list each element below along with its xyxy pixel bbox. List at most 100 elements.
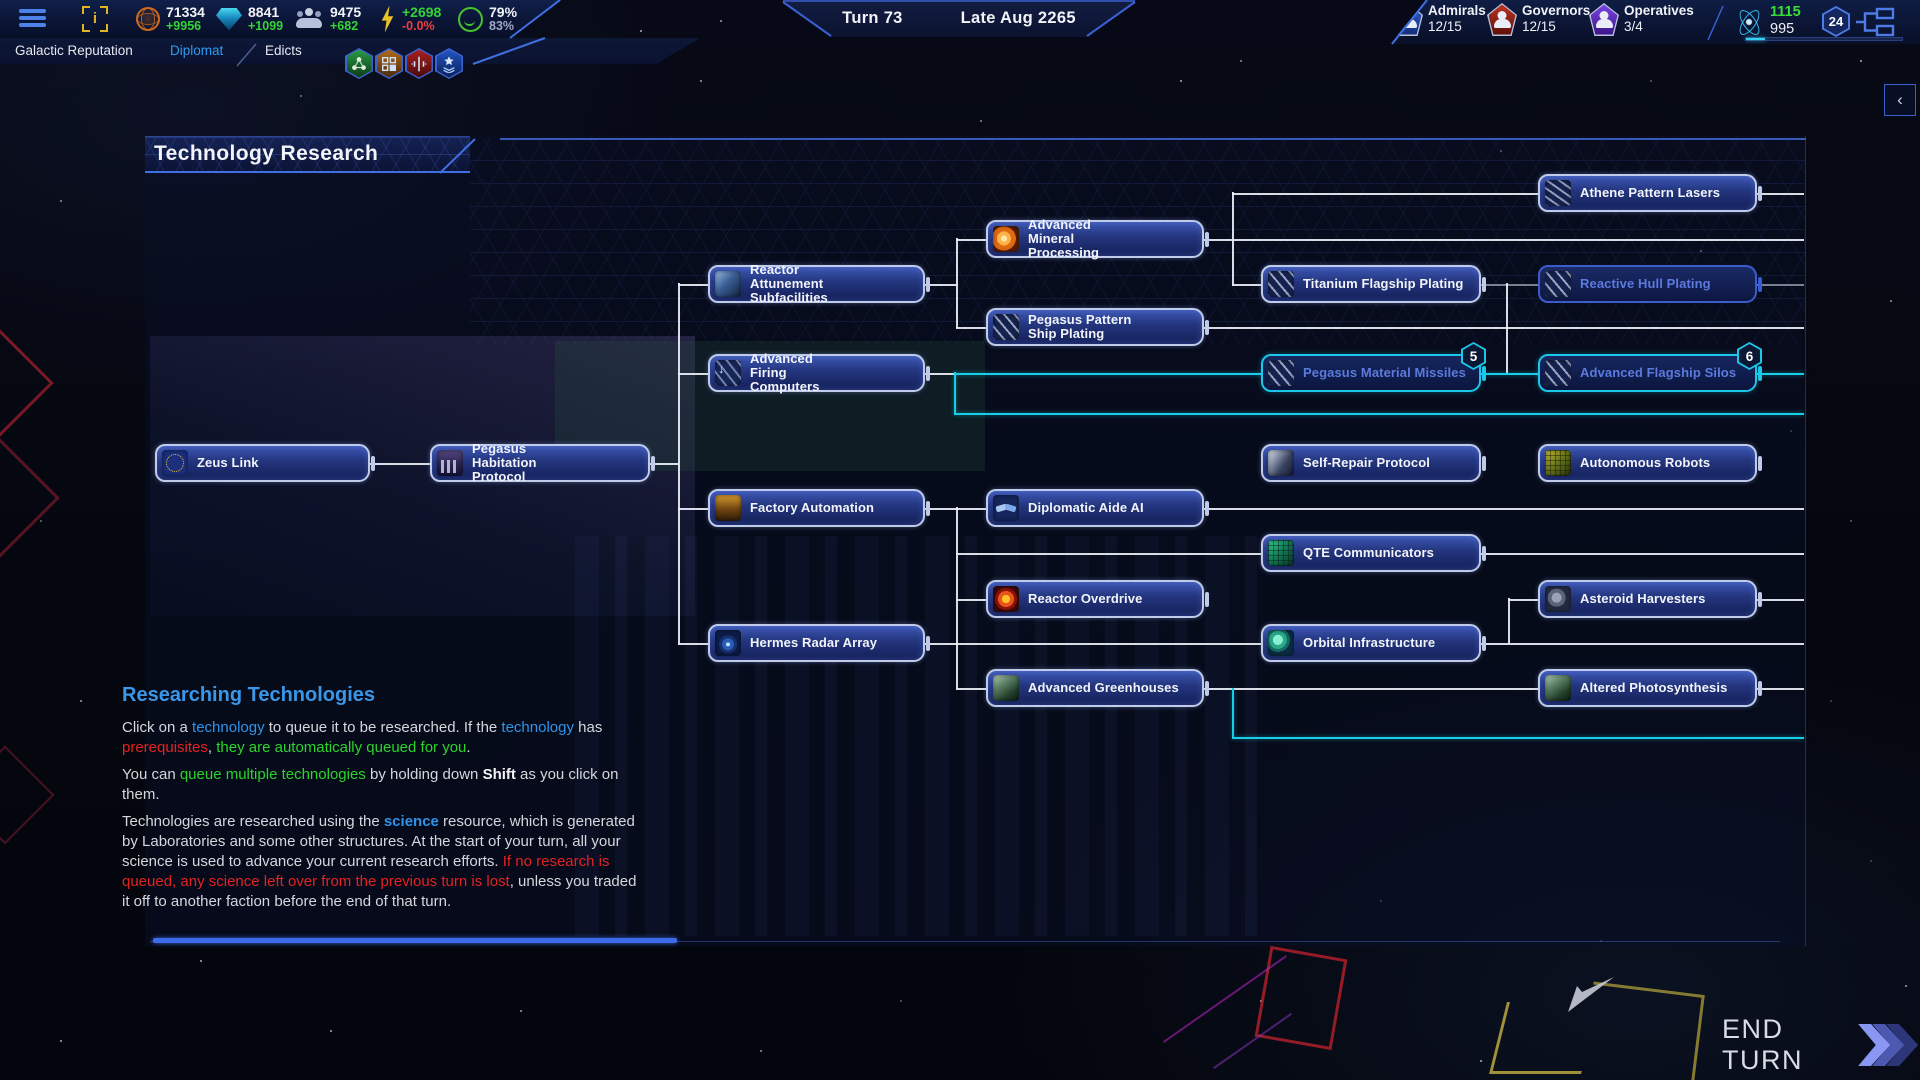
- tech-connector: [678, 283, 680, 644]
- resource-delta: 83%: [489, 18, 515, 33]
- tech-node-titanium-flagship-plating[interactable]: Titanium Flagship Plating: [1261, 265, 1486, 303]
- end-turn-chevrons-icon: [1858, 1024, 1920, 1066]
- tab-galactic-reputation[interactable]: Galactic Reputation: [15, 43, 133, 58]
- tech-node-zeus-link[interactable]: Zeus Link: [155, 444, 375, 482]
- tech-node-autonomous-robots[interactable]: Autonomous Robots: [1538, 444, 1762, 482]
- tab-diplomat[interactable]: Diplomat: [170, 43, 224, 58]
- panel-border-line: [500, 138, 1806, 140]
- tech-node-label: Reactive Hull Plating: [1580, 275, 1711, 291]
- menu-icon[interactable]: [19, 9, 46, 29]
- tech-connector: [954, 372, 956, 414]
- tech-node-label: Zeus Link: [197, 454, 259, 470]
- resource-value: 71334: [166, 4, 205, 21]
- help-paragraph: Click on a technology to queue it to be …: [122, 719, 603, 756]
- tech-tree-icon[interactable]: [1852, 7, 1896, 37]
- research-progress-bar: [1745, 37, 1903, 41]
- tech-node-altered-photosynthesis[interactable]: Altered Photosynthesis: [1538, 669, 1762, 707]
- tech-connector: [1202, 327, 1804, 329]
- tech-node-orbital-infrastructure[interactable]: Orbital Infrastructure: [1261, 624, 1486, 662]
- tech-connector: [650, 463, 679, 465]
- governor-badge-icon: [1487, 3, 1517, 36]
- production-sphere-icon: [136, 7, 160, 31]
- horizontal-scrollbar-thumb[interactable]: [153, 938, 677, 943]
- resource-delta: +9956: [166, 18, 202, 33]
- tech-node-label: Pegasus Habitation Protocol: [472, 440, 537, 485]
- tech-node-label: Pegasus Material Missiles: [1303, 364, 1466, 380]
- tech-connector: [1755, 284, 1804, 286]
- tab-edicts[interactable]: Edicts: [265, 43, 302, 58]
- tech-connector: [1232, 737, 1804, 739]
- tech-node-pegasus-habitation-protocol[interactable]: Pegasus Habitation Protocol: [430, 440, 655, 485]
- resource-delta: -0.0%: [402, 18, 435, 33]
- collapse-panel-button[interactable]: ‹: [1884, 84, 1916, 116]
- resource-value: +2698: [402, 4, 442, 21]
- tech-node-advanced-mineral-processing[interactable]: Advanced Mineral Processing: [986, 216, 1209, 261]
- tech-connector: [1232, 193, 1540, 195]
- tech-node-advanced-firing-computers[interactable]: Advanced Firing Computers: [708, 350, 930, 395]
- handshake-icon: [993, 495, 1019, 521]
- tech-node-label: Advanced Firing Computers: [750, 350, 820, 395]
- greenhouse-icon: [993, 675, 1019, 701]
- leader-bust-icon: [1599, 10, 1609, 20]
- tech-connector: [1755, 193, 1804, 195]
- tech-node-reactive-hull-plating[interactable]: Reactive Hull Plating: [1538, 265, 1762, 303]
- tech-node-label: Reactor Attunement Subfacilities: [750, 261, 828, 306]
- tech-node-label: Advanced Mineral Processing: [1028, 216, 1100, 261]
- ship-plating-icon: [1545, 271, 1571, 297]
- tech-node-reactor-attunement-subfacilities[interactable]: Reactor Attunement Subfacilities: [708, 261, 930, 306]
- tech-node-label: Self-Repair Protocol: [1303, 454, 1430, 470]
- ship-plating-icon: [1268, 271, 1294, 297]
- tech-node-asteroid-harvesters[interactable]: Asteroid Harvesters: [1538, 580, 1762, 618]
- tech-node-label: Hermes Radar Array: [750, 634, 878, 650]
- circuit-green-icon: [1268, 540, 1294, 566]
- tech-connector: [1232, 192, 1234, 285]
- resource-population: 9475+682: [294, 4, 361, 34]
- tech-connector: [956, 599, 988, 601]
- tech-node-label: Orbital Infrastructure: [1303, 634, 1436, 650]
- research-count-badge[interactable]: 24: [1822, 6, 1850, 37]
- reactor-core-icon: [993, 586, 1019, 612]
- radar-icon: [715, 630, 741, 656]
- tech-connector: [1232, 688, 1234, 738]
- tech-node-self-repair-protocol[interactable]: Self-Repair Protocol: [1261, 444, 1486, 482]
- horizontal-scrollbar-track[interactable]: [150, 941, 1780, 942]
- leader-label: Operatives: [1624, 3, 1694, 18]
- mineral-blast-icon: [993, 226, 1019, 252]
- tech-node-advanced-greenhouses[interactable]: Advanced Greenhouses: [986, 669, 1209, 707]
- tech-node-label: QTE Communicators: [1303, 544, 1434, 560]
- reactor-facility-icon: [715, 271, 741, 297]
- tech-connector: [1232, 284, 1263, 286]
- tech-node-qte-communicators[interactable]: QTE Communicators: [1261, 534, 1486, 572]
- tech-node-label: Asteroid Harvesters: [1580, 590, 1706, 606]
- tech-connector: [1202, 239, 1804, 241]
- resource-crystal: 8841+1099: [216, 4, 283, 34]
- end-turn-button[interactable]: END TURN: [1722, 1014, 1920, 1076]
- help-box: Researching Technologies Click on a tech…: [122, 684, 638, 919]
- date-label: Late Aug 2265: [960, 9, 1076, 27]
- science-gain: 1115: [1770, 4, 1801, 20]
- tech-node-factory-automation[interactable]: Factory Automation: [708, 489, 930, 527]
- missiles-icon: [1268, 360, 1294, 386]
- leader-count: 3/4: [1624, 19, 1643, 35]
- tech-connector: [956, 239, 988, 241]
- panel-title-strip: [145, 136, 470, 173]
- city-icon: [437, 450, 463, 476]
- science-values: 1115 995: [1770, 4, 1816, 37]
- tech-node-diplomatic-aide-ai[interactable]: Diplomatic Aide AI: [986, 489, 1209, 527]
- info-icon[interactable]: i: [82, 6, 108, 32]
- tech-connector: [1479, 284, 1540, 286]
- tech-node-hermes-radar-array[interactable]: Hermes Radar Array: [708, 624, 930, 662]
- tech-node-reactor-overdrive[interactable]: Reactor Overdrive: [986, 580, 1209, 618]
- plant-icon: [1545, 675, 1571, 701]
- tech-connector: [678, 284, 708, 286]
- tech-node-label: Factory Automation: [750, 499, 875, 515]
- population-icon: [294, 7, 324, 31]
- ship-plating-icon: [993, 314, 1019, 340]
- tech-node-athene-pattern-lasers[interactable]: Athene Pattern Lasers: [1538, 174, 1762, 212]
- leader-count: 12/15: [1428, 19, 1462, 35]
- tech-node-pegasus-pattern-ship-plating[interactable]: Pegasus Pattern Ship Plating: [986, 308, 1209, 346]
- page-title: Technology Research: [154, 142, 379, 165]
